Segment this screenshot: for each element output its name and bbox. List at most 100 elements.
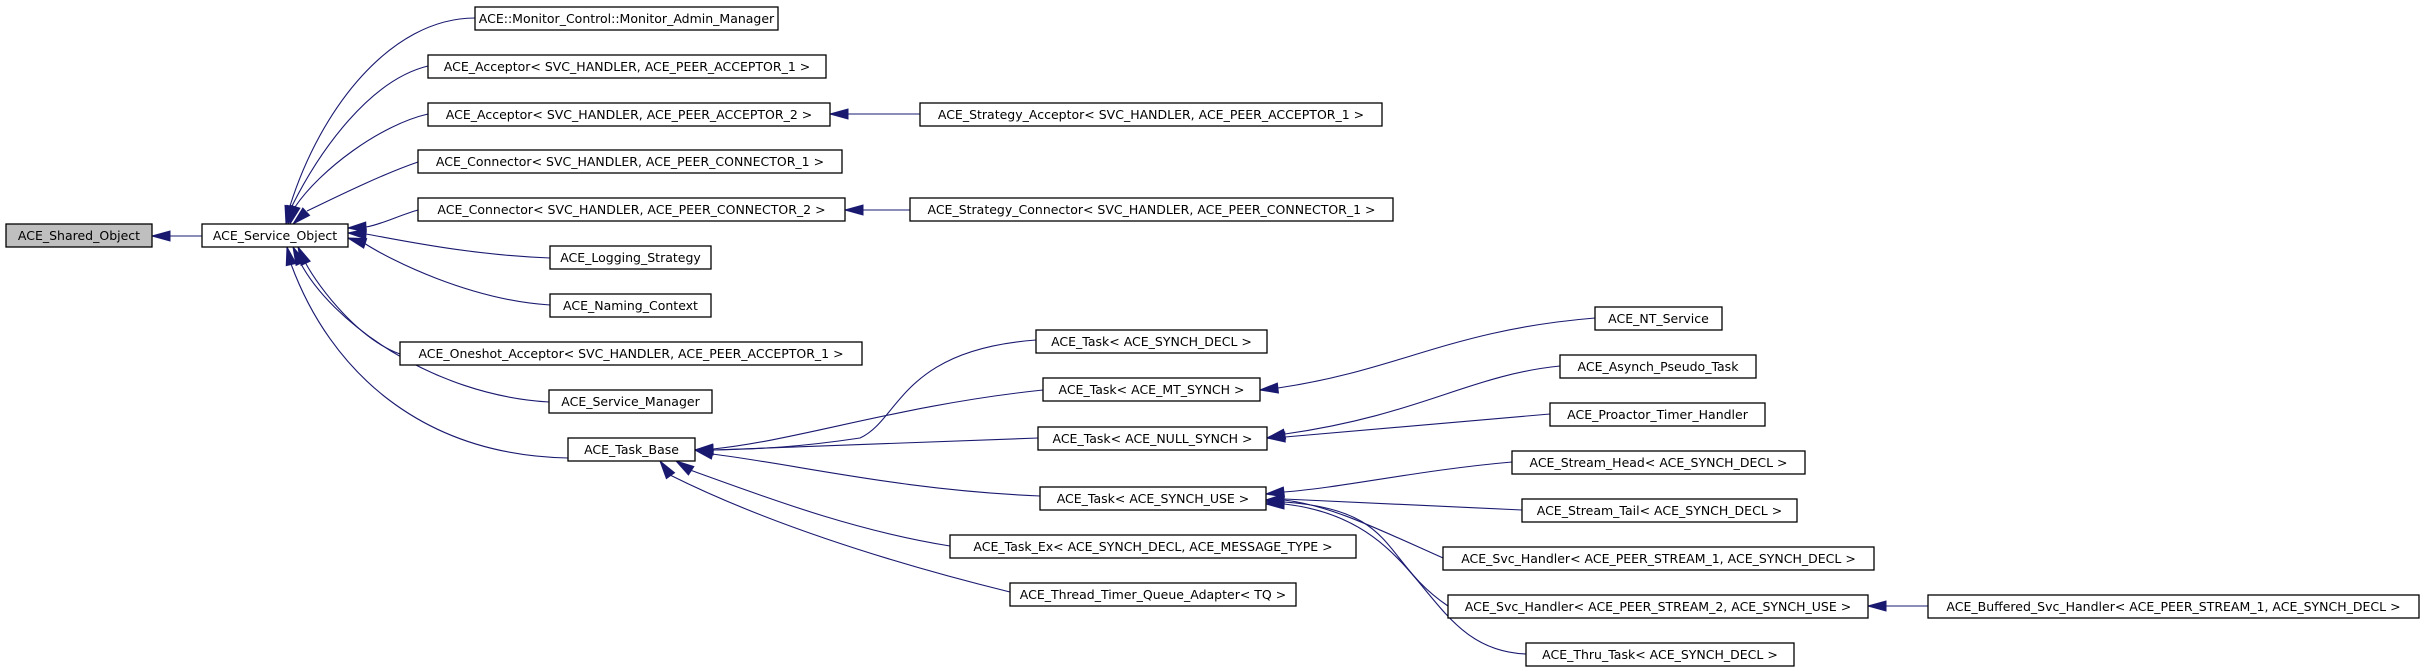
class-node-task-base[interactable]: ACE_Task_Base (567, 437, 696, 462)
edge-line (1277, 317, 1596, 389)
class-node-svc-handler-1[interactable]: ACE_Svc_Handler< ACE_PEER_STREAM_1, ACE_… (1442, 546, 1875, 571)
edge-line (1284, 365, 1561, 435)
class-box (909, 197, 1394, 222)
class-box (1039, 486, 1267, 511)
edge-buffered_svc_handler-to-svc_handler_2 (1866, 600, 1928, 612)
class-node-task-ex[interactable]: ACE_Task_Ex< ACE_SYNCH_DECL, ACE_MESSAGE… (949, 534, 1357, 559)
nodes-layer: ACE_Shared_Object ACE_Service_Object ACE::… (5, 6, 2420, 667)
class-node-connector-2[interactable]: ACE_Connector< SVC_HANDLER, ACE_PEER_CON… (417, 197, 846, 222)
class-label: ACE_Task< ACE_NULL_SYNCH > (1052, 431, 1252, 446)
class-node-asynch-pseudo-task[interactable]: ACE_Asynch_Pseudo_Task (1559, 354, 1757, 379)
arrowhead (674, 459, 695, 476)
arrowhead (291, 207, 311, 226)
class-box (399, 341, 863, 366)
arrowhead (285, 245, 297, 267)
class-label: ACE_Logging_Strategy (560, 250, 701, 265)
class-box (1442, 546, 1875, 571)
class-node-strategy-connector[interactable]: ACE_Strategy_Connector< SVC_HANDLER, ACE… (909, 197, 1394, 222)
class-node-stream-tail[interactable]: ACE_Stream_Tail< ACE_SYNCH_DECL > (1521, 498, 1798, 523)
class-node-buffered-svc-handler[interactable]: ACE_Buffered_Svc_Handler< ACE_PEER_STREA… (1927, 594, 2420, 619)
edge-line (1284, 413, 1551, 438)
class-node-svc-handler-2[interactable]: ACE_Svc_Handler< ACE_PEER_STREAM_2, ACE_… (1447, 594, 1869, 619)
arrowhead (289, 204, 301, 226)
edge-line (294, 113, 429, 208)
class-node-stream-head[interactable]: ACE_Stream_Head< ACE_SYNCH_DECL > (1511, 450, 1806, 475)
class-box (549, 293, 712, 318)
class-label: ACE_Service_Manager (561, 394, 700, 409)
arrowhead (346, 237, 368, 249)
class-node-thru-task[interactable]: ACE_Thru_Task< ACE_SYNCH_DECL > (1525, 642, 1795, 667)
class-node-strategy-acceptor[interactable]: ACE_Strategy_Acceptor< SVC_HANDLER, ACE_… (919, 102, 1383, 127)
class-box (919, 102, 1383, 127)
class-box (1035, 329, 1268, 354)
class-label: ACE::Monitor_Control::Monitor_Admin_Mana… (479, 11, 775, 26)
class-node-service-manager[interactable]: ACE_Service_Manager (548, 389, 713, 414)
class-box (1447, 594, 1869, 619)
class-box (548, 389, 713, 414)
class-label: ACE_Stream_Head< ACE_SYNCH_DECL > (1530, 455, 1788, 470)
class-label: ACE_Shared_Object (18, 228, 140, 243)
edge-oneshot_acceptor-to-service_object (297, 245, 401, 355)
edge-line (689, 469, 951, 547)
class-node-shared-object[interactable]: ACE_Shared_Object (5, 223, 153, 248)
edge-stream_head-to-task_synch_use (1264, 461, 1513, 498)
edge-thru_task-to-task_synch_use (1264, 498, 1527, 655)
edge-nt_service-to-task_mt_synch (1258, 317, 1596, 394)
class-node-task-synch-use[interactable]: ACE_Task< ACE_SYNCH_USE > (1039, 486, 1267, 511)
class-box (417, 149, 843, 174)
class-node-task-synch-decl[interactable]: ACE_Task< ACE_SYNCH_DECL > (1035, 329, 1268, 354)
arrowhead (1258, 382, 1280, 394)
edge-line (304, 261, 401, 355)
class-node-oneshot-acceptor[interactable]: ACE_Oneshot_Acceptor< SVC_HANDLER, ACE_P… (399, 341, 863, 366)
edge-service_object-to-shared_object (150, 230, 202, 242)
class-node-acceptor-2[interactable]: ACE_Acceptor< SVC_HANDLER, ACE_PEER_ACCE… (427, 102, 831, 127)
class-node-acceptor-1[interactable]: ACE_Acceptor< SVC_HANDLER, ACE_PEER_ACCE… (427, 54, 827, 79)
class-box (1521, 498, 1798, 523)
edge-line (363, 242, 551, 306)
edge-line (669, 474, 1011, 593)
class-node-thread-timer-queue-adapter[interactable]: ACE_Thread_Timer_Queue_Adapter< TQ > (1009, 582, 1297, 607)
class-box (567, 437, 696, 462)
class-node-naming-context[interactable]: ACE_Naming_Context (549, 293, 712, 318)
class-node-connector-1[interactable]: ACE_Connector< SVC_HANDLER, ACE_PEER_CON… (417, 149, 843, 174)
class-label: ACE_Connector< SVC_HANDLER, ACE_PEER_CON… (436, 154, 824, 169)
class-node-logging-strategy[interactable]: ACE_Logging_Strategy (549, 245, 712, 270)
class-label: ACE_Buffered_Svc_Handler< ACE_PEER_STREA… (1946, 599, 2400, 614)
class-label: ACE_Task_Base (584, 442, 679, 457)
class-label: ACE_Proactor_Timer_Handler (1567, 407, 1749, 422)
edge-line (1283, 503, 1527, 655)
class-node-task-null-synch[interactable]: ACE_Task< ACE_NULL_SYNCH > (1037, 426, 1268, 451)
class-box (427, 54, 827, 79)
class-node-proactor-timer-handler[interactable]: ACE_Proactor_Timer_Handler (1549, 402, 1766, 427)
edge-task_synch_use-to-task_base (693, 448, 1041, 497)
class-node-nt-service[interactable]: ACE_NT_Service (1594, 306, 1723, 331)
class-label: ACE_Asynch_Pseudo_Task (1578, 359, 1740, 374)
arrowhead (1264, 486, 1286, 498)
edge-line (290, 263, 569, 459)
class-label: ACE_Task< ACE_SYNCH_USE > (1057, 491, 1250, 506)
class-box (1927, 594, 2420, 619)
arrowhead (1265, 431, 1286, 443)
edge-connector_1-to-service_object (291, 161, 419, 226)
class-node-service-object[interactable]: ACE_Service_Object (201, 223, 349, 248)
class-label: ACE_Stream_Tail< ACE_SYNCH_DECL > (1537, 503, 1782, 518)
class-node-task-mt-synch[interactable]: ACE_Task< ACE_MT_SYNCH > (1042, 377, 1261, 402)
class-box (1559, 354, 1757, 379)
class-box (1009, 582, 1297, 607)
class-label: ACE_Strategy_Connector< SVC_HANDLER, ACE… (928, 202, 1376, 217)
edge-line (289, 17, 476, 207)
class-label: ACE_Task< ACE_MT_SYNCH > (1058, 382, 1244, 397)
edge-line (1283, 461, 1513, 493)
edge-line (291, 65, 429, 207)
class-label: ACE_Svc_Handler< ACE_PEER_STREAM_2, ACE_… (1465, 599, 1851, 614)
edge-connector_2-to-service_object (346, 209, 419, 233)
class-box (1525, 642, 1795, 667)
class-label: ACE_Task< ACE_SYNCH_DECL > (1051, 334, 1252, 349)
class-node-monitor-admin-manager[interactable]: ACE::Monitor_Control::Monitor_Admin_Mana… (474, 6, 779, 31)
arrowhead (1264, 498, 1285, 510)
edge-line (299, 261, 550, 403)
class-label: ACE_Svc_Handler< ACE_PEER_STREAM_1, ACE_… (1461, 551, 1856, 566)
edge-naming_context-to-service_object (346, 237, 551, 306)
arrowhead (150, 230, 171, 242)
edge-task_null_synch-to-task_base (693, 437, 1039, 456)
